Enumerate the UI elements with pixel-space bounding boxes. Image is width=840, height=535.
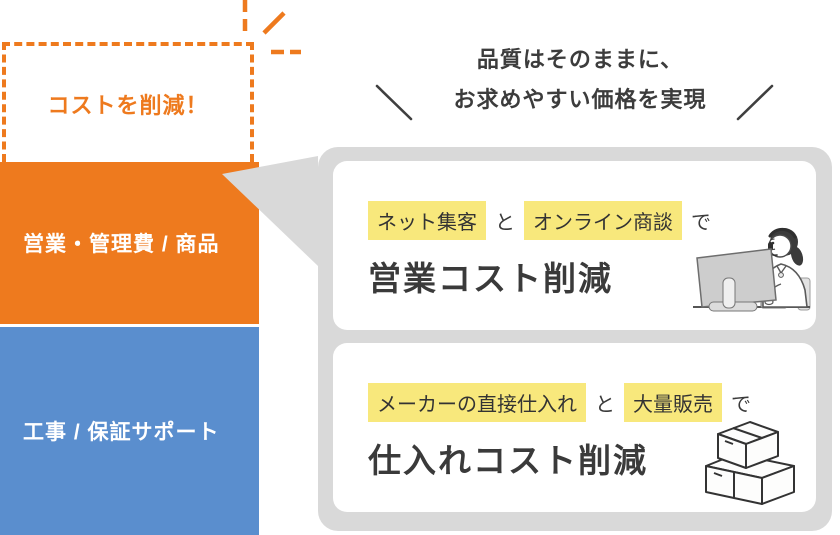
shrink-dash-diagonal-icon xyxy=(262,11,286,35)
benefit-card-sales-tags: ネット集客 と オンライン商談 で xyxy=(368,201,816,240)
headline-line2: お求めやすい価格を実現 xyxy=(453,87,707,112)
stack-segment-sales-admin-label: 営業・管理費 / 商品 xyxy=(23,233,220,256)
stack-segment-construction-support-label: 工事 / 保証サポート xyxy=(23,421,220,444)
cost-reduction-badge-label: コストを削減！ xyxy=(47,93,209,118)
tag-bulk-sales: 大量販売 xyxy=(624,383,722,422)
tag-online-meeting: オンライン商談 xyxy=(524,201,682,240)
tag-joiner: と xyxy=(495,212,515,234)
stack-segment-construction-support: 工事 / 保証サポート xyxy=(0,327,259,535)
cardboard-boxes-illustration xyxy=(705,421,795,505)
tag-joiner: と xyxy=(595,394,615,416)
woman-at-computer-illustration xyxy=(693,227,811,312)
benefit-card-procurement-tags: メーカーの直接仕入れ と 大量販売 で xyxy=(368,383,816,422)
benefit-card-sales-title: 営業コスト削減 xyxy=(368,260,613,297)
benefit-card-procurement: メーカーの直接仕入れ と 大量販売 で 仕入れコスト削減 xyxy=(333,343,816,512)
headline-line1: 品質はそのままに、 xyxy=(476,47,684,72)
tag-joiner: で xyxy=(731,394,751,416)
tag-direct-purchase: メーカーの直接仕入れ xyxy=(368,383,586,422)
headline: 品質はそのままに、 お求めやすい価格を実現 xyxy=(400,40,760,120)
tag-net-marketing: ネット集客 xyxy=(368,201,486,240)
benefits-panel: ネット集客 と オンライン商談 で 営業コスト削減 xyxy=(318,147,832,531)
tag-joiner: で xyxy=(691,212,711,234)
benefit-card-procurement-title: 仕入れコスト削減 xyxy=(368,442,648,479)
stack-segment-sales-admin: 営業・管理費 / 商品 xyxy=(0,162,259,324)
cost-reduction-badge: コストを削減！ xyxy=(2,42,254,162)
benefit-card-sales: ネット集客 と オンライン商談 で 営業コスト削減 xyxy=(333,161,816,330)
